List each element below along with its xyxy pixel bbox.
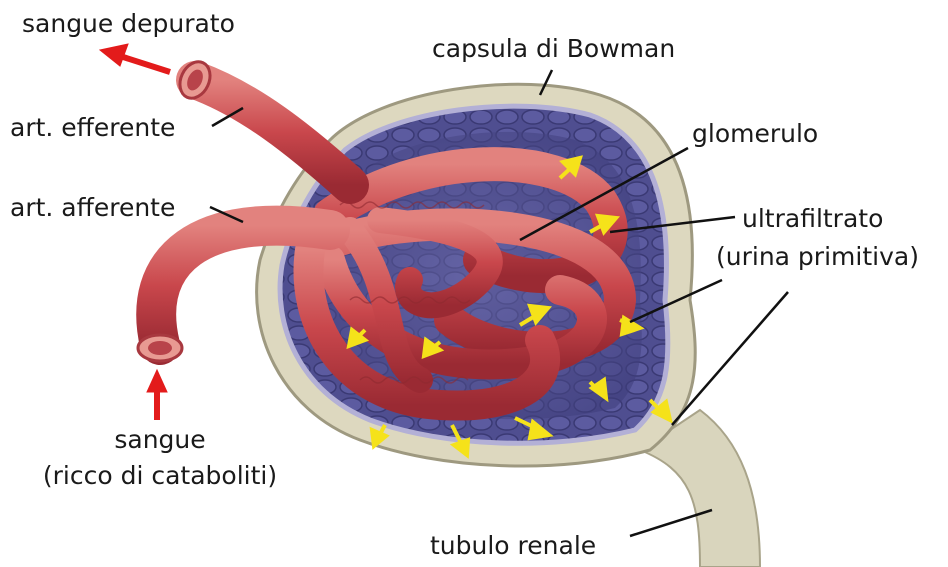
label-urina-primitiva: (urina primitiva) [716,243,919,271]
efferent-arteriole [195,80,350,185]
label-glomerulo: glomerulo [692,120,818,148]
label-ultrafiltrato: ultrafiltrato [742,205,883,233]
label-art-afferente: art. afferente [10,194,175,222]
label-ricco-cataboliti: (ricco di cataboliti) [20,462,300,490]
label-capsula-bowman: capsula di Bowman [432,35,675,63]
label-sangue-depurato: sangue depurato [22,10,235,38]
label-tubulo-renale: tubulo renale [430,532,596,560]
label-sangue: sangue [40,426,280,454]
label-art-efferente: art. efferente [10,114,175,142]
